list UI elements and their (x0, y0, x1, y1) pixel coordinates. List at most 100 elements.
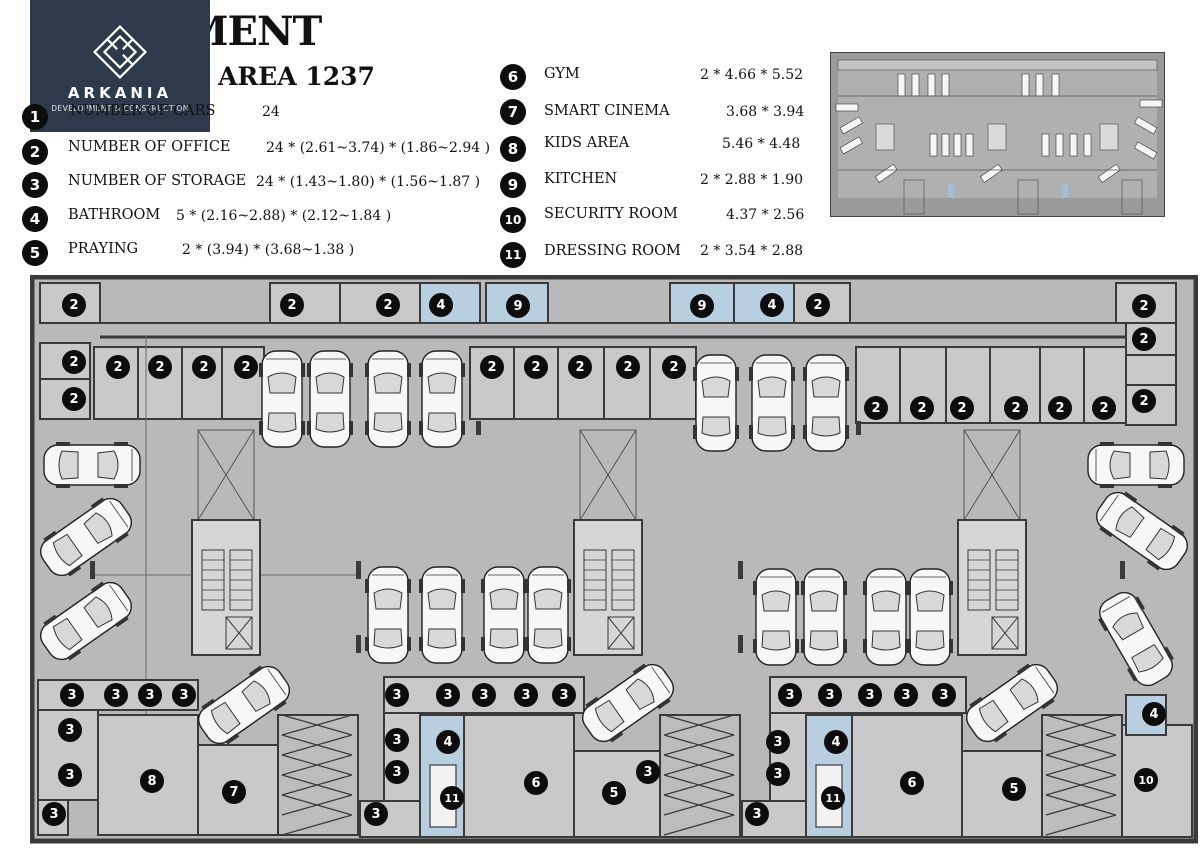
legend-dims: 3.68 * 3.94 (726, 104, 805, 120)
legend-item-gym: 6 (500, 64, 526, 90)
room-marker-2: 2 (1004, 396, 1028, 420)
legend-dims: 24 (262, 104, 280, 120)
room-marker-2: 2 (192, 355, 216, 379)
room-marker-3: 3 (436, 683, 460, 707)
legend-dims: 4.37 * 2.56 (726, 207, 805, 223)
room-marker-3: 3 (364, 802, 388, 826)
legend-dims: 24 * (2.61~3.74) * (1.86~2.94 ) (266, 140, 491, 156)
legend-item-office: 2 (22, 139, 48, 165)
room-marker-2: 2 (148, 355, 172, 379)
legend-label: NUMBER OF STORAGE (68, 173, 247, 189)
room-marker-3: 3 (472, 683, 496, 707)
room-marker-3: 3 (42, 802, 66, 826)
room-marker-2: 2 (568, 355, 592, 379)
room-marker-3: 3 (104, 683, 128, 707)
legend-label: KIDS AREA (544, 135, 630, 151)
room-marker-3: 3 (385, 760, 409, 784)
room-marker-2: 2 (524, 355, 548, 379)
room-marker-2: 2 (62, 293, 86, 317)
room-marker-2: 2 (910, 396, 934, 420)
legend-badge: 10 (500, 207, 526, 233)
room-marker-3: 3 (778, 683, 802, 707)
logo-name: ARKANIA (67, 84, 173, 102)
key-plan (830, 52, 1165, 217)
room-marker-3: 3 (636, 760, 660, 784)
room-marker-8: 8 (140, 769, 164, 793)
legend-dims: 2 * (3.94) * (3.68~1.38 ) (182, 242, 355, 258)
room-marker-2: 2 (62, 350, 86, 374)
legend-label: SMART CINEMA (544, 103, 670, 119)
company-logo: ARKANIA DEVELOPMENT & CONSTRUCTION (30, 0, 210, 132)
legend-item-dressing: 11 (500, 242, 526, 268)
legend-badge: 8 (500, 136, 526, 162)
room-marker-2: 2 (480, 355, 504, 379)
legend-badge: 9 (500, 172, 526, 198)
room-marker-2: 2 (62, 387, 86, 411)
legend-item-security: 10 (500, 207, 526, 233)
legend-item-bathroom: 4 (22, 206, 48, 232)
legend-item-praying: 5 (22, 240, 48, 266)
legend-label: NUMBER OF OFFICE (68, 139, 231, 155)
room-marker-2: 2 (616, 355, 640, 379)
legend-badge: 7 (500, 99, 526, 125)
room-marker-4: 4 (436, 730, 460, 754)
room-marker-4: 4 (1142, 702, 1166, 726)
room-marker-2: 2 (1132, 294, 1156, 318)
legend-item-cars: 1 (22, 104, 48, 130)
legend-badge: 4 (22, 206, 48, 232)
legend-badge: 11 (500, 242, 526, 268)
legend-badge: 1 (22, 104, 48, 130)
legend-badge: 6 (500, 64, 526, 90)
legend-label: BATHROOM (68, 207, 161, 223)
legend-label: DRESSING ROOM (544, 243, 681, 259)
room-marker-4: 4 (760, 293, 784, 317)
room-marker-2: 2 (1132, 389, 1156, 413)
room-marker-3: 3 (385, 683, 409, 707)
room-marker-4: 4 (824, 730, 848, 754)
legend-dims: 5 * (2.16~2.88) * (2.12~1.84 ) (176, 208, 392, 224)
area-label: AREA 1237 (218, 62, 375, 91)
room-marker-3: 3 (858, 683, 882, 707)
room-marker-3: 3 (766, 762, 790, 786)
legend-badge: 3 (22, 172, 48, 198)
legend-label: PRAYING (68, 241, 139, 257)
legend-dims: 2 * 3.54 * 2.88 (700, 243, 804, 259)
arkania-logo-icon (92, 24, 148, 80)
legend-dims: 5.46 * 4.48 (722, 136, 801, 152)
room-marker-2: 2 (806, 293, 830, 317)
room-marker-4: 4 (429, 293, 453, 317)
legend-label: NUMBER OF CARS (70, 103, 216, 119)
room-marker-3: 3 (894, 683, 918, 707)
legend-dims: 24 * (1.43~1.80) * (1.56~1.87 ) (256, 174, 481, 190)
floor-plan-drawing (30, 275, 1198, 844)
room-marker-2: 2 (1132, 327, 1156, 351)
room-marker-3: 3 (745, 802, 769, 826)
room-marker-3: 3 (60, 683, 84, 707)
room-marker-2: 2 (1092, 396, 1116, 420)
legend-label: GYM (544, 66, 580, 82)
room-marker-2: 2 (106, 355, 130, 379)
room-marker-9: 9 (690, 294, 714, 318)
room-marker-2: 2 (280, 293, 304, 317)
room-marker-3: 3 (138, 683, 162, 707)
legend-item-storage: 3 (22, 172, 48, 198)
room-marker-6: 6 (900, 771, 924, 795)
legend-dims: 2 * 4.66 * 5.52 (700, 67, 804, 83)
room-marker-3: 3 (514, 683, 538, 707)
room-marker-2: 2 (950, 396, 974, 420)
room-marker-6: 6 (524, 771, 548, 795)
room-marker-5: 5 (1002, 777, 1026, 801)
legend-badge: 5 (22, 240, 48, 266)
room-marker-3: 3 (58, 763, 82, 787)
room-marker-3: 3 (552, 683, 576, 707)
room-marker-11: 11 (440, 786, 464, 810)
legend-item-kitchen: 9 (500, 172, 526, 198)
logo-subtitle: DEVELOPMENT & CONSTRUCTION (51, 104, 189, 113)
room-marker-3: 3 (932, 683, 956, 707)
room-marker-2: 2 (376, 293, 400, 317)
legend-item-cinema: 7 (500, 99, 526, 125)
room-marker-3: 3 (766, 730, 790, 754)
legend-item-kids: 8 (500, 136, 526, 162)
room-marker-3: 3 (385, 728, 409, 752)
room-marker-9: 9 (506, 294, 530, 318)
